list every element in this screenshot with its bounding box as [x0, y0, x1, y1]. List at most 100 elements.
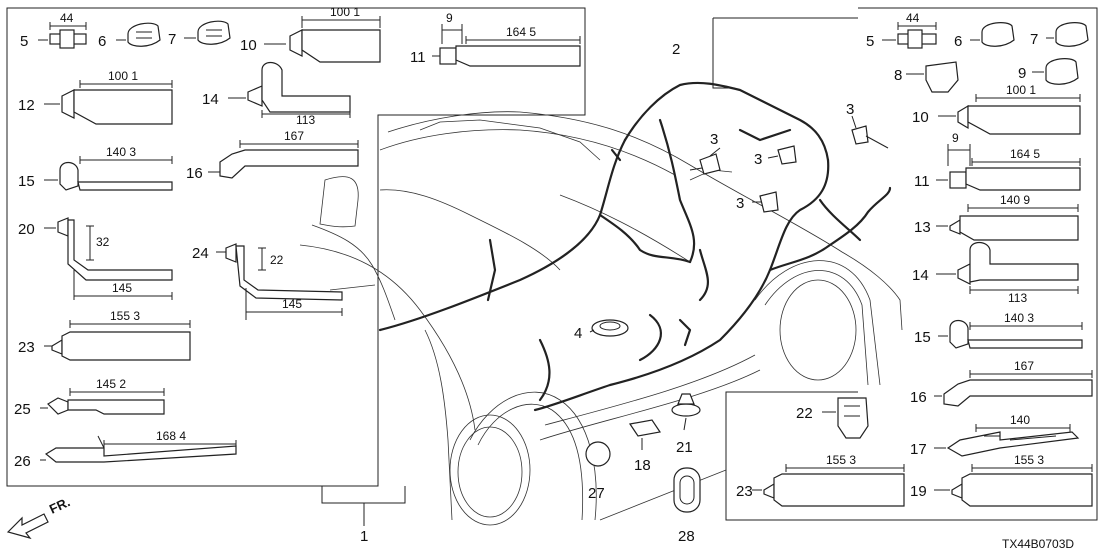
dim-19: 155 3 — [1014, 453, 1044, 467]
dim-26: 168 4 — [156, 429, 186, 443]
dim-10r: 100 1 — [1006, 83, 1036, 97]
callout-27: 27 — [588, 485, 605, 502]
callout-16: 16 — [186, 165, 203, 182]
callout-4: 4 — [574, 325, 582, 342]
dim-16: 167 — [284, 129, 304, 143]
dim-16r: 167 — [1014, 359, 1034, 373]
part-26-band-clip — [44, 435, 237, 463]
part-11r-band-clip — [947, 144, 1081, 191]
part-9-clip — [1045, 58, 1079, 85]
callout-15r: 15 — [914, 329, 931, 346]
dim-11r-a: 9 — [952, 131, 959, 145]
dim-11r-b: 164 5 — [1010, 147, 1040, 161]
part-28-grommet — [673, 467, 701, 513]
callout-1: 1 — [360, 528, 368, 545]
part-11-band-clip — [439, 24, 581, 67]
part-23r-band-clip — [763, 464, 905, 507]
dim-14: 113 — [296, 113, 315, 127]
part-27-cap — [585, 441, 611, 467]
dim-23r: 155 3 — [826, 453, 856, 467]
dim-12: 100 1 — [108, 69, 138, 83]
dim-11-a: 9 — [446, 11, 453, 25]
callout-21: 21 — [676, 439, 693, 456]
callout-8: 8 — [894, 67, 902, 84]
part-4-grommet — [591, 319, 629, 337]
dim-17: 140 — [1010, 413, 1030, 427]
dim-24-a: 22 — [270, 253, 284, 267]
part-18-pad — [628, 419, 662, 437]
part-16r-band-clip — [943, 370, 1093, 407]
callout-5: 5 — [20, 33, 28, 50]
part-24-band-clip — [225, 243, 343, 320]
dim-24-b: 145 — [282, 297, 302, 311]
part-6r-clip — [981, 22, 1015, 47]
callout-3a: 3 — [710, 131, 718, 148]
callout-23: 23 — [18, 339, 35, 356]
callout-labels: 5 6 7 10 11 12 14 16 15 20 24 23 25 26 1… — [14, 31, 1038, 545]
callout-6r: 6 — [954, 33, 962, 50]
dim-20-b: 145 — [112, 281, 132, 295]
callout-10r: 10 — [912, 109, 929, 126]
part-10r-band-clip — [957, 94, 1081, 135]
part-25-band-clip — [47, 388, 165, 415]
car-body — [299, 111, 903, 526]
callout-28: 28 — [678, 528, 695, 545]
callout-9: 9 — [1018, 65, 1026, 82]
leader-lines — [38, 37, 1054, 491]
callout-23r: 23 — [736, 483, 753, 500]
part-3-grommet-d — [759, 191, 779, 213]
part-20-band-clip — [57, 217, 173, 300]
callout-20: 20 — [18, 221, 35, 238]
callout-11r: 11 — [914, 173, 930, 190]
part-7-clip — [197, 20, 231, 45]
part-15-band-clip — [59, 156, 173, 191]
dim-10: 100 1 — [330, 5, 360, 19]
callout-12: 12 — [18, 97, 35, 114]
callout-7r: 7 — [1030, 31, 1038, 48]
part-14-band-clip — [247, 61, 351, 118]
callout-11: 11 — [410, 49, 426, 66]
part-14r-band-clip — [957, 241, 1079, 294]
right-group-box — [725, 7, 1098, 521]
part-15r-band-clip — [949, 319, 1083, 349]
dim-25: 145 2 — [96, 377, 126, 391]
callout-24: 24 — [192, 245, 209, 262]
callout-2: 2 — [672, 41, 680, 58]
dim-13: 140 9 — [1000, 193, 1030, 207]
part-10-band-clip — [289, 16, 381, 63]
part-5r-clip — [897, 22, 937, 49]
callout-19: 19 — [910, 483, 927, 500]
dim-23: 155 3 — [110, 309, 140, 323]
part-21-grommet — [671, 393, 701, 417]
callout-26: 26 — [14, 453, 31, 470]
left-group-box — [6, 7, 586, 487]
part-19-band-clip — [951, 464, 1093, 507]
callout-17: 17 — [910, 441, 927, 458]
part-8-clip — [925, 61, 959, 93]
callout-14: 14 — [202, 91, 219, 108]
front-direction-arrow: FR. — [6, 494, 72, 540]
callout-7: 7 — [168, 31, 176, 48]
callout-25: 25 — [14, 401, 31, 418]
callout-14r: 14 — [912, 267, 929, 284]
callout-2-bracket — [712, 17, 858, 89]
dim-11-b: 164 5 — [506, 25, 536, 39]
dim-14r: 113 — [1008, 291, 1027, 305]
dim-5: 44 — [60, 11, 74, 25]
callout-1-bracket — [321, 486, 406, 526]
part-3-grommet-c — [851, 125, 889, 149]
part-17-band-clip — [946, 424, 1080, 457]
wire-harness — [378, 81, 892, 412]
callout-3c: 3 — [846, 101, 854, 118]
callout-3b: 3 — [754, 151, 762, 168]
part-5-clip — [49, 22, 87, 49]
part-6-clip — [127, 22, 161, 47]
part-23-band-clip — [51, 320, 191, 361]
dim-15: 140 3 — [106, 145, 136, 159]
callout-6: 6 — [98, 33, 106, 50]
callout-22: 22 — [796, 405, 813, 422]
callout-18: 18 — [634, 457, 651, 474]
part-7r-clip — [1055, 22, 1089, 47]
